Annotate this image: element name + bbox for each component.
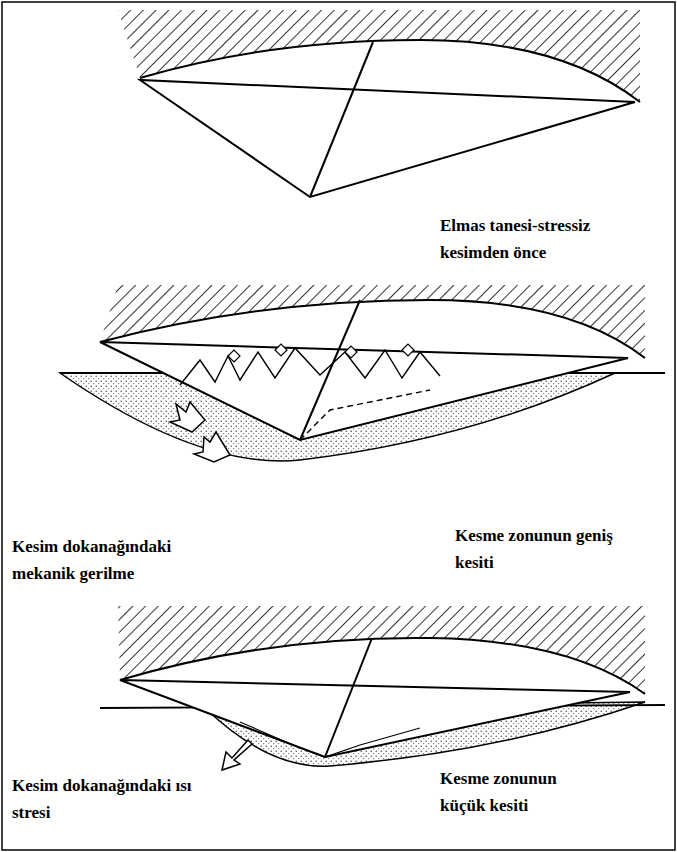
panel-mechanical-stress bbox=[60, 285, 665, 462]
panel-before-cut bbox=[118, 10, 640, 197]
caption-label: Kesim dokanağındaki ısı stresi bbox=[12, 772, 212, 826]
caption-label: Kesme zonunun küçük kesiti bbox=[440, 765, 590, 819]
caption-label: Kesme zonunun geniş kesiti bbox=[455, 522, 655, 576]
caption-label: Elmas tanesi-stressiz kesimden önce bbox=[440, 212, 635, 266]
panel-thermal-stress bbox=[100, 606, 665, 770]
caption-label: Kesim dokanağındaki mekanik gerilme bbox=[12, 533, 212, 587]
